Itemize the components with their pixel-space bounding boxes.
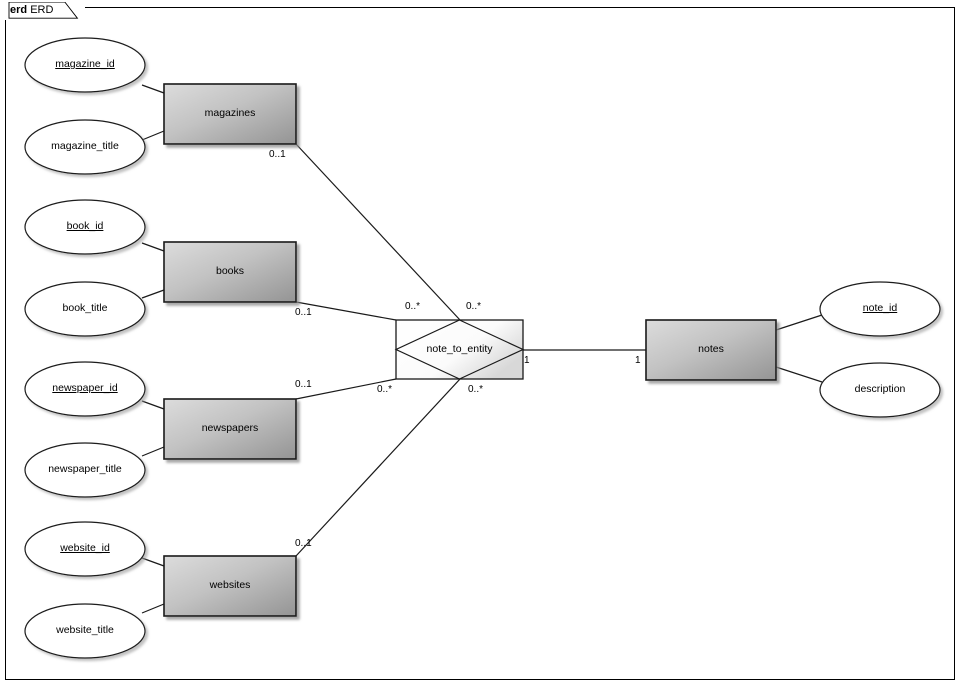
attribute-edge-magazines-magazine_title[interactable] bbox=[141, 130, 165, 141]
relationship-edge-books-note_to_entity[interactable] bbox=[295, 301, 397, 321]
entity-box-newspapers[interactable] bbox=[163, 398, 297, 460]
entity-box-notes[interactable] bbox=[645, 319, 777, 381]
entity-box-websites[interactable] bbox=[163, 555, 297, 617]
attribute-ellipse-book_id[interactable] bbox=[24, 199, 146, 255]
attribute-edge-websites-website_id[interactable] bbox=[141, 557, 165, 567]
relationship-box-note_to_entity[interactable] bbox=[395, 319, 524, 380]
attribute-edge-magazines-magazine_id[interactable] bbox=[141, 84, 165, 94]
attribute-edge-notes-note_id[interactable] bbox=[775, 314, 823, 331]
relationship-edge-magazines-note_to_entity[interactable] bbox=[295, 143, 461, 321]
attribute-edge-websites-website_title[interactable] bbox=[141, 603, 165, 614]
diagram-tab-label: erd ERD bbox=[10, 4, 53, 16]
attribute-edge-books-book_id[interactable] bbox=[141, 242, 165, 252]
attribute-ellipse-magazine_title[interactable] bbox=[24, 119, 146, 175]
attribute-ellipse-website_id[interactable] bbox=[24, 521, 146, 577]
attribute-edge-books-book_title[interactable] bbox=[141, 289, 165, 299]
attribute-ellipse-newspaper_id[interactable] bbox=[24, 361, 146, 417]
attribute-ellipse-description[interactable] bbox=[819, 362, 941, 418]
attribute-ellipse-book_title[interactable] bbox=[24, 281, 146, 337]
attribute-edge-newspapers-newspaper_title[interactable] bbox=[141, 446, 165, 457]
entity-box-magazines[interactable] bbox=[163, 83, 297, 145]
relationship-edge-websites-note_to_entity[interactable] bbox=[295, 378, 461, 557]
attribute-ellipse-newspaper_title[interactable] bbox=[24, 442, 146, 498]
relationship-diamond-note_to_entity[interactable] bbox=[394, 319, 525, 380]
attribute-ellipse-magazine_id[interactable] bbox=[24, 37, 146, 93]
diagram-tab[interactable] bbox=[5, 2, 85, 20]
attribute-ellipse-website_title[interactable] bbox=[24, 603, 146, 659]
attribute-ellipse-note_id[interactable] bbox=[819, 281, 941, 337]
attribute-edge-notes-description[interactable] bbox=[775, 366, 823, 383]
entity-box-books[interactable] bbox=[163, 241, 297, 303]
relationship-edge-newspapers-note_to_entity[interactable] bbox=[295, 378, 397, 400]
tab-prefix: erd bbox=[10, 4, 28, 16]
tab-name: ERD bbox=[30, 4, 54, 16]
attribute-edge-newspapers-newspaper_id[interactable] bbox=[141, 400, 165, 410]
